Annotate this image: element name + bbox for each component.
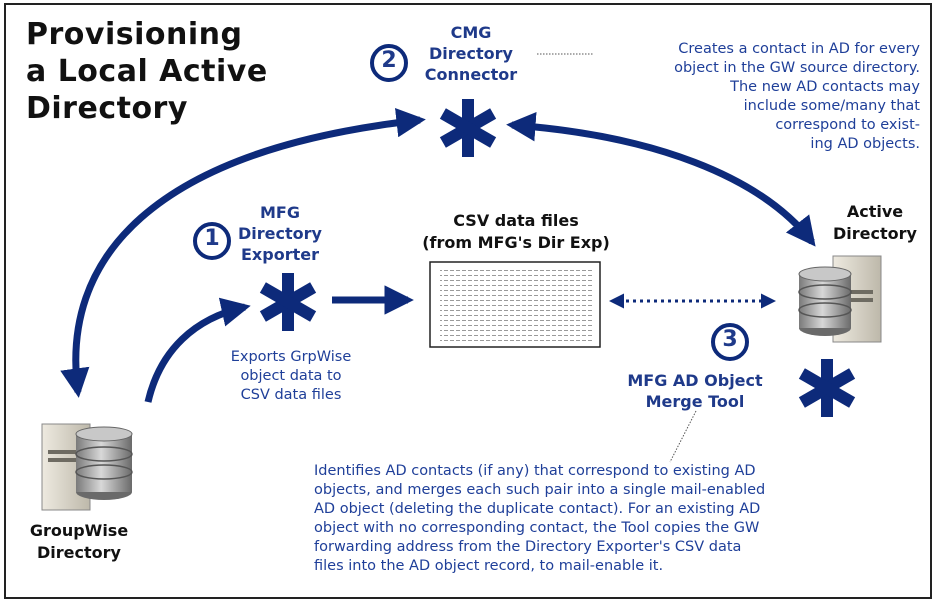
step-2-number: 2 [381,48,397,73]
step-2-circle-icon [370,44,408,82]
arc-groupwise-to-cmg [60,107,426,398]
cmg-asterisk-icon [439,99,497,157]
step-3-circle-icon [711,323,749,361]
page-title: Provisioning a Local Active Directory [26,17,268,126]
merge-tool-label: MFG AD Object Merge Tool [627,371,763,411]
merge-tool-note: Identifies AD contacts (if any) that cor… [314,463,766,574]
step-3-number: 3 [722,327,738,352]
arc-cmg-to-active-directory [506,112,816,247]
merge-tool-asterisk-icon [798,359,856,417]
step-1-circle-icon [193,222,231,260]
cmg-connector-label: CMG Directory Connector [424,23,518,84]
mfg-exporter-note: Exports GrpWise object data to CSV data … [230,349,352,403]
exporter-asterisk-icon [259,273,317,331]
csv-files-label: CSV data files (from MFG's Dir Exp) [422,211,610,252]
groupwise-server-icon [41,423,133,511]
active-directory-server-icon [798,255,882,343]
callout-line-merge [669,410,697,463]
cmg-connector-note: Creates a contact in AD for every object… [674,41,920,152]
groupwise-directory-label: GroupWise Directory [29,521,129,562]
csv-table-icon [429,261,601,348]
arrow-groupwise-to-exporter [144,297,251,403]
active-directory-label: Active Directory [833,202,917,243]
step-1-number: 1 [204,226,220,251]
mfg-exporter-label: MFG Directory Exporter [238,203,322,264]
